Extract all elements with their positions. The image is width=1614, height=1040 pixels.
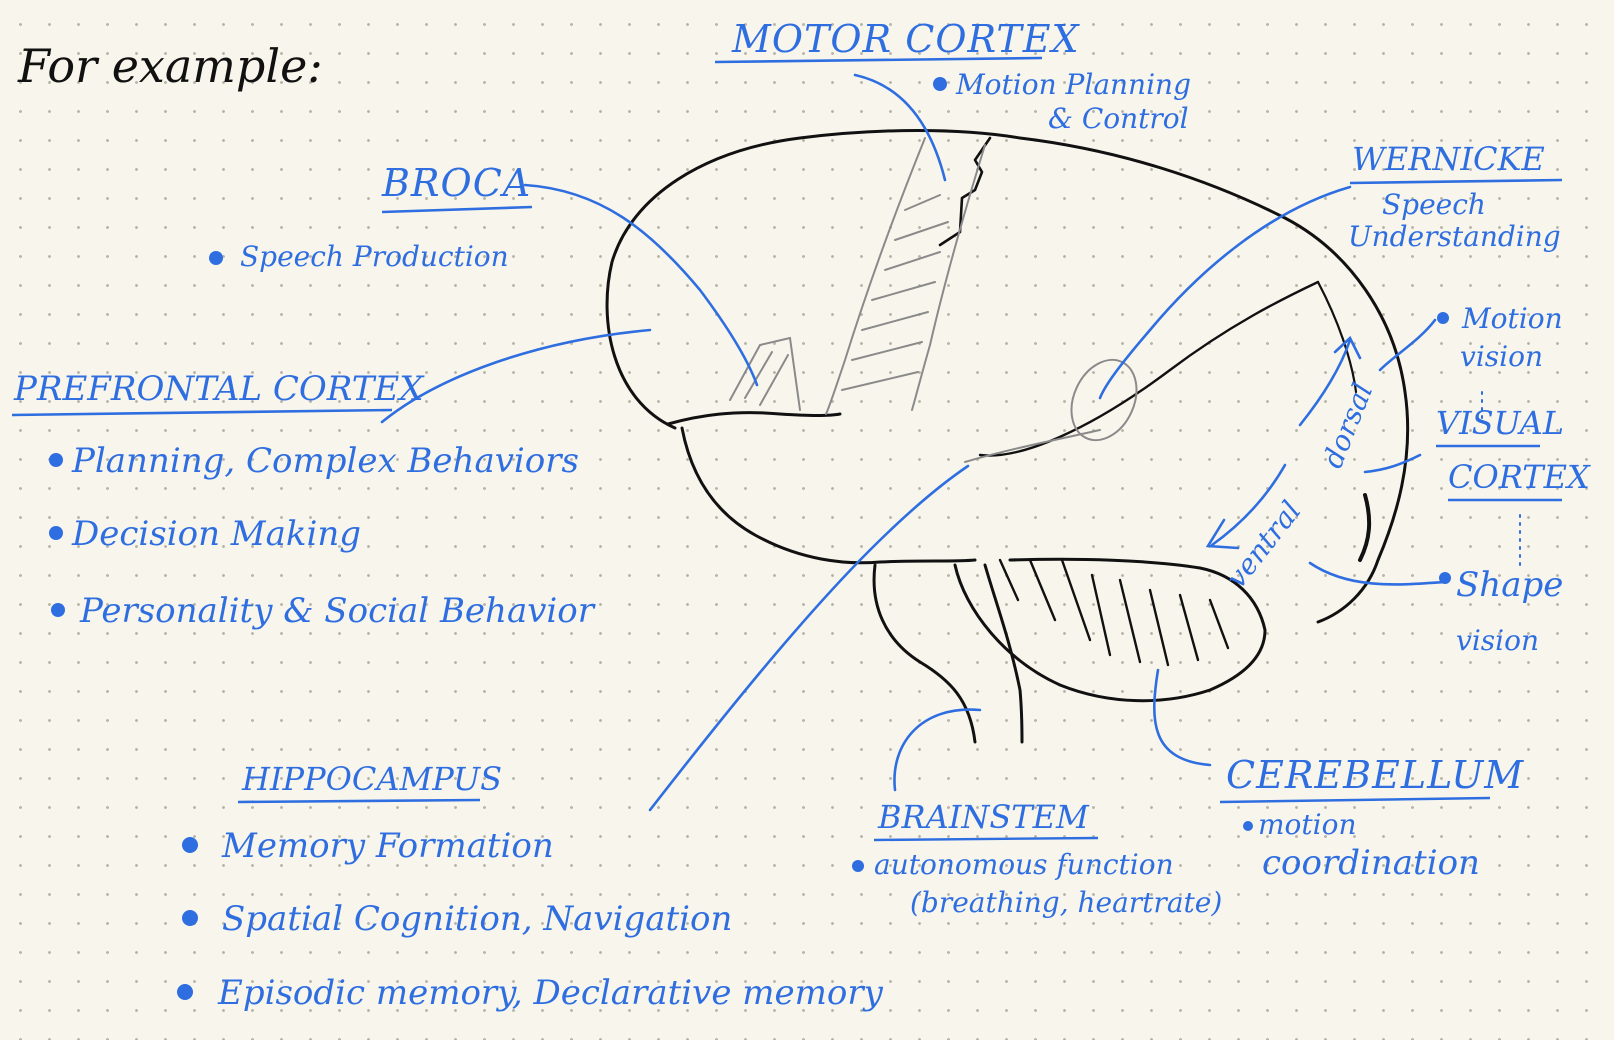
hippocampus-title: HIPPOCAMPUS (241, 760, 502, 798)
wernicke-title: WERNICKE (1352, 140, 1545, 178)
brain-outline (605, 129, 1410, 744)
leader-brainstem (893, 708, 982, 792)
broca-title: BROCA (381, 161, 531, 205)
motor-cortex-strip (729, 137, 1138, 463)
shape-vision-line-1: Shape (1456, 565, 1563, 605)
wernicke-label: WERNICKE Speech Understanding (1348, 140, 1563, 253)
hippocampus-item-2: Spatial Cognition, Navigation (222, 899, 732, 939)
ventral-arrow (1210, 463, 1287, 547)
brainstem-title: BRAINSTEM (877, 798, 1090, 836)
broca-item-1: Speech Production (240, 240, 509, 273)
cerebellum-label: CEREBELLUM motion coordination (1219, 753, 1524, 883)
hippocampus-item-3: Episodic memory, Declarative memory (217, 973, 884, 1013)
motor-cortex-title: MOTOR CORTEX (731, 17, 1081, 61)
visual-cortex-title-2: CORTEX (1448, 458, 1591, 496)
leader-wernicke (1098, 185, 1352, 400)
dorsal-label: dorsal (1316, 378, 1380, 472)
motor-cortex-item-1: Motion Planning (955, 68, 1191, 101)
wernicke-item-1: Speech (1382, 188, 1486, 221)
visual-cortex-title-1: VISUAL (1436, 404, 1564, 442)
motor-cortex-item-2: & Control (1048, 102, 1189, 135)
cerebellum-item-2: coordination (1262, 843, 1480, 883)
prefrontal-label: PREFRONTAL CORTEX Planning, Complex Beha… (11, 369, 596, 631)
leader-motor (853, 73, 947, 182)
broca-label: BROCA Speech Production (209, 161, 533, 273)
leader-lines (380, 73, 1521, 812)
dorsal-arrow (1298, 338, 1352, 427)
leader-hippocampus (648, 464, 970, 812)
wernicke-item-2: Understanding (1348, 220, 1561, 253)
ventral-label: ventral (1220, 495, 1308, 595)
brainstem-item-2: (breathing, heartrate) (910, 886, 1222, 919)
visual-cortex-label: Motion vision VISUAL CORTEX Shape vision (1436, 302, 1591, 657)
motion-vision-line-2: vision (1460, 340, 1543, 373)
hippocampus-item-1: Memory Formation (221, 826, 554, 866)
motion-vision-line-1: Motion (1461, 302, 1563, 335)
prefrontal-item-3: Personality & Social Behavior (79, 591, 596, 631)
brainstem-label: BRAINSTEM autonomous function (breathing… (852, 798, 1222, 919)
leader-shape-vision (1308, 561, 1447, 586)
page-title: For example: (17, 39, 323, 93)
cerebellum-title: CEREBELLUM (1226, 753, 1524, 797)
prefrontal-item-1: Planning, Complex Behaviors (71, 441, 579, 481)
brainstem-item-1: autonomous function (874, 848, 1174, 881)
leader-cerebellum (1153, 668, 1212, 767)
cerebellum-hatch (998, 558, 1230, 667)
leader-visual-cortex (1363, 453, 1422, 474)
leader-broca (523, 183, 759, 387)
shape-vision-line-2: vision (1456, 624, 1539, 657)
cerebellum-item-1: motion (1258, 808, 1357, 841)
motor-cortex-label: MOTOR CORTEX Motion Planning & Control (714, 17, 1191, 135)
prefrontal-item-2: Decision Making (71, 514, 361, 554)
leader-prefrontal (380, 328, 652, 424)
prefrontal-title: PREFRONTAL CORTEX (13, 369, 425, 409)
hippocampus-label: HIPPOCAMPUS Memory Formation Spatial Cog… (177, 760, 884, 1013)
leader-motion-vision (1378, 318, 1437, 372)
